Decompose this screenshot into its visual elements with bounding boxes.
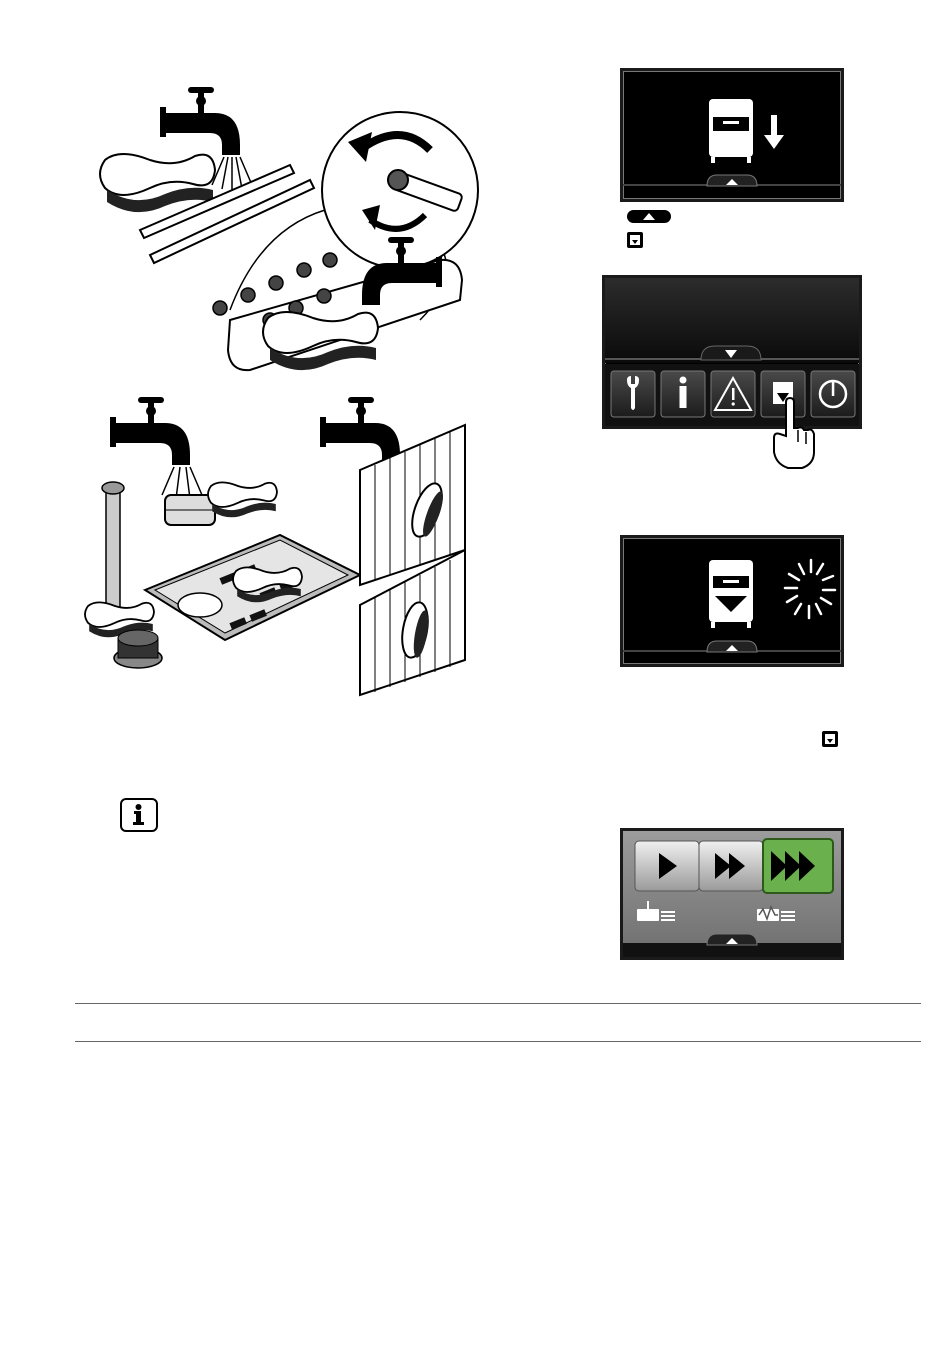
display-program-select [620,828,844,960]
legend-drain-icon [627,232,643,248]
illustration-rinse-spray-arms [80,80,500,380]
wrench-icon[interactable] [611,371,655,417]
brush-icon [100,154,215,212]
program-option-3[interactable] [763,839,833,893]
illustration-rinse-panels [315,390,475,700]
warning-icon[interactable] [711,371,755,417]
drain-tube [102,482,124,615]
drain-filter [114,630,162,668]
brush-icon [263,312,378,370]
brush-icon [208,482,277,517]
section-rule-top [75,1003,921,1004]
faucet-icon [110,397,202,499]
basket-filter [165,495,215,525]
info-icon[interactable] [661,371,705,417]
dishwasher-icon [709,560,753,628]
display-drain-prompt [620,68,844,202]
legend-up-button-icon [627,210,671,223]
down-arrow-icon [764,115,784,149]
section-rule-bottom [75,1041,921,1042]
program-option-2[interactable] [699,841,763,891]
info-note-icon [120,798,158,832]
drain-icon [822,731,838,747]
faucet-icon [320,397,400,465]
display-draining [620,535,844,667]
dishwasher-icon [709,99,753,163]
program-option-1[interactable] [635,841,699,891]
spinner-icon [785,560,835,618]
hand-pointer-icon [770,398,820,470]
display-main-menu [602,275,862,429]
